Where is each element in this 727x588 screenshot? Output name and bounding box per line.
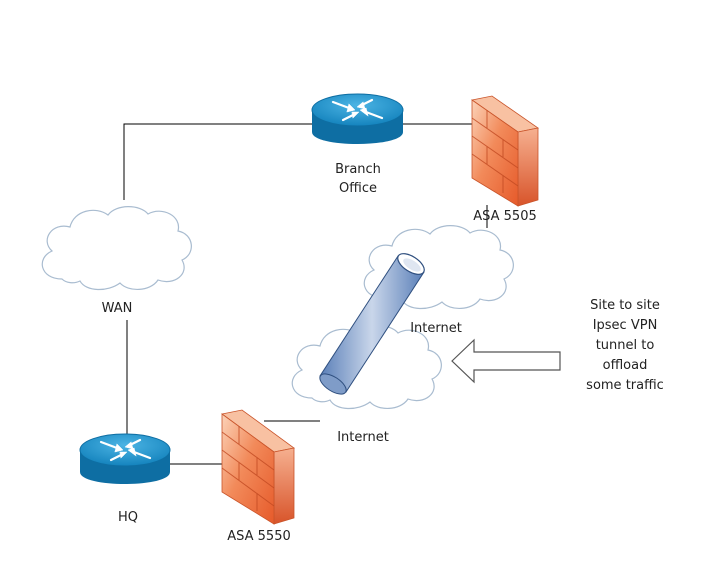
branch-office-label: Branch Office <box>335 162 381 196</box>
branch-router-icon <box>311 93 404 144</box>
arrow-left-icon <box>451 338 561 384</box>
hq-router-icon <box>79 433 171 484</box>
asa5505-firewall-icon <box>471 95 539 207</box>
connection-lines <box>123 123 488 465</box>
wan-to-branch-link <box>123 123 312 200</box>
internet-bottom-label: Internet <box>337 430 389 445</box>
vpn-tunnel-icon <box>319 253 425 395</box>
wan-cloud-icon <box>41 206 192 291</box>
asa5505-label: ASA 5505 <box>473 209 537 224</box>
asa5550-label: ASA 5550 <box>227 529 291 544</box>
internet-top-label: Internet <box>410 321 462 336</box>
asa5550-firewall-icon <box>221 409 295 525</box>
hq-label: HQ <box>117 510 138 525</box>
wan-label: WAN <box>101 301 133 316</box>
vpn-annotation-text: Site to site Ipsec VPN tunnel to offload… <box>586 298 664 393</box>
